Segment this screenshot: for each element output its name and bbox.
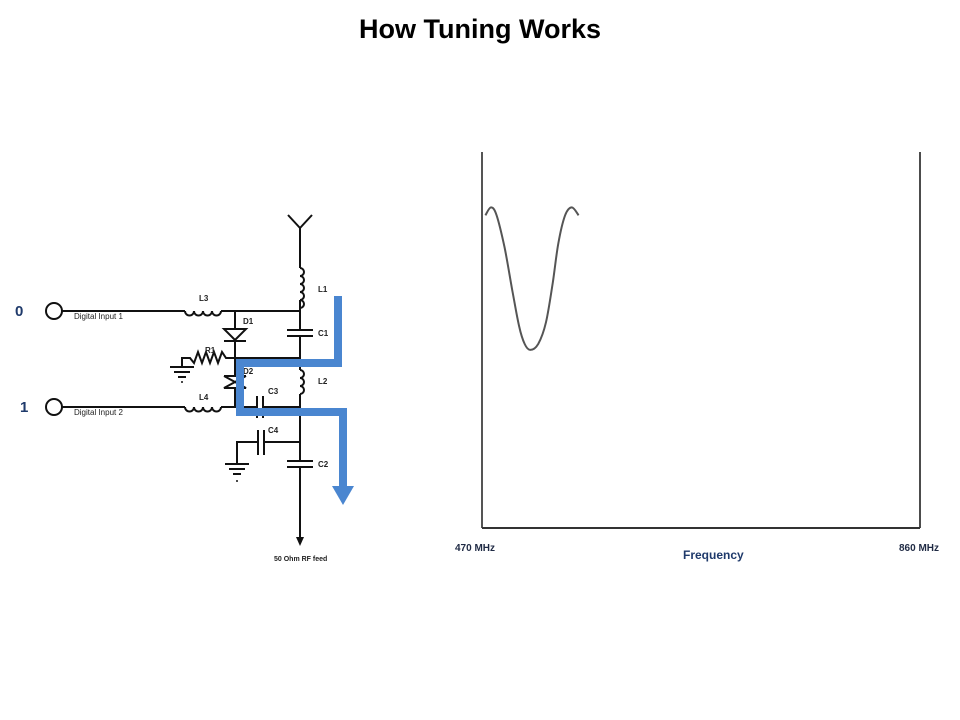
capacitor-c1	[287, 329, 313, 337]
input-bit-1: 0	[15, 303, 23, 320]
label-l3: L3	[199, 294, 209, 303]
arrow-down-icon	[296, 537, 304, 546]
series-line-response	[484, 206, 580, 351]
inductor-l3	[184, 310, 222, 317]
output-label: 50 Ohm RF feed	[274, 556, 327, 563]
inductor-l4	[184, 406, 222, 413]
input-label-2: Digital Input 2	[74, 408, 123, 417]
resistor-r1	[181, 349, 235, 366]
input-label-1: Digital Input 1	[74, 312, 123, 321]
frequency-chart: 470 MHz 860 MHz Frequency	[455, 152, 939, 562]
input-terminal-2	[45, 398, 63, 416]
x-axis-title: Frequency	[683, 548, 744, 562]
label-c3: C3	[268, 387, 279, 396]
capacitor-c2	[287, 460, 313, 468]
label-l4: L4	[199, 393, 209, 402]
ground-icon	[170, 366, 194, 383]
inductor-l1	[299, 267, 305, 311]
signal-arrow-icon	[332, 486, 354, 505]
signal-path	[236, 296, 354, 505]
label-c2: C2	[318, 460, 329, 469]
diode-d1	[221, 328, 249, 342]
label-d2: D2	[243, 367, 254, 376]
x-tick-label-min: 470 MHz	[455, 543, 495, 554]
label-d1: D1	[243, 317, 254, 326]
label-l2: L2	[318, 377, 328, 386]
input-bit-2: 1	[20, 399, 28, 416]
page-title: How Tuning Works	[359, 14, 601, 44]
ground-icon	[225, 463, 249, 482]
input-terminal-1	[45, 302, 63, 320]
label-c4: C4	[268, 426, 279, 435]
circuit-diagram: L1 0 Digital Input 1 L3 D1 C1 R1	[15, 214, 354, 563]
inductor-l2	[299, 369, 305, 395]
antenna-icon	[287, 214, 313, 268]
label-l1: L1	[318, 285, 328, 294]
label-r1: R1	[205, 346, 216, 355]
capacitor-c4	[257, 430, 265, 455]
x-tick-label-max: 860 MHz	[899, 543, 939, 554]
label-c1: C1	[318, 329, 329, 338]
